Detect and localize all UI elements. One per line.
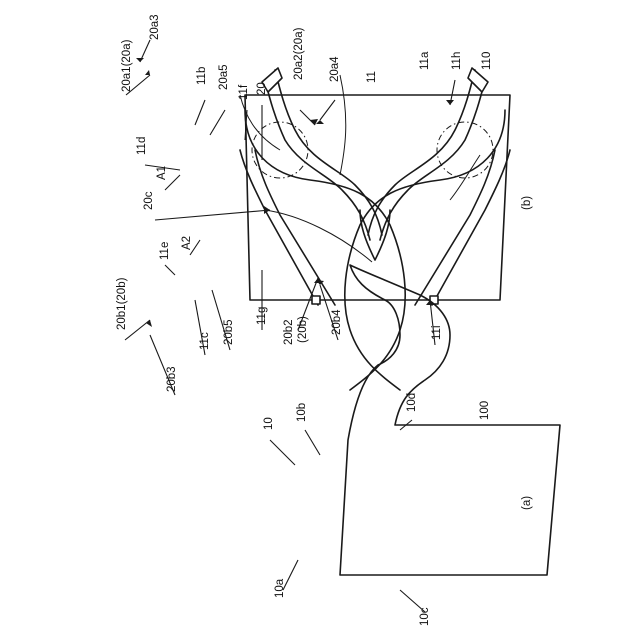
panel-b-drawing: [240, 68, 510, 390]
label-20a1: 20a1(20a): [121, 39, 133, 92]
strap-end-20a4: [312, 296, 320, 304]
caption-b: (b): [521, 196, 533, 210]
panel-a-drawing: [340, 265, 560, 575]
label-11d: 11d: [136, 137, 148, 155]
label-20: 20: [256, 82, 268, 95]
label-11f: 11f: [238, 84, 250, 100]
label-20a2: 20a2(20a): [293, 27, 305, 80]
strap-20-upper: [240, 150, 318, 305]
label-20b1: 20b1(20b): [116, 277, 128, 330]
label-20b2-paren: (20b): [297, 316, 309, 343]
caption-a: (a): [521, 496, 533, 510]
arrow-11a: [340, 75, 346, 175]
strap-20-lower-b: [415, 150, 495, 305]
label-20a4: 20a4: [329, 56, 341, 82]
label-10d: 10d: [406, 393, 418, 412]
label-20a5: 20a5: [218, 64, 230, 90]
label-11b: 11b: [196, 67, 208, 85]
label-20b2: 20b2: [283, 319, 295, 345]
labels: 20a3 20a1(20a) 11b 20a5 11f 20 20a2(20a)…: [116, 14, 533, 626]
label-110: 110: [481, 52, 493, 70]
label-11h: 11h: [451, 52, 463, 70]
label-11a: 11a: [419, 51, 431, 70]
label-10c: 10c: [419, 607, 431, 626]
label-100: 100: [479, 401, 491, 420]
neck-outline: [245, 110, 405, 390]
label-10: 10: [263, 417, 275, 430]
neck-outline-2: [345, 110, 505, 390]
detail-circle-A2: [437, 122, 493, 178]
label-20a3: 20a3: [149, 14, 161, 40]
label-10b: 10b: [296, 403, 308, 422]
label-A2: A2: [181, 236, 193, 250]
part-10-outline: [340, 265, 560, 575]
label-11: 11: [366, 71, 378, 83]
label-20c: 20c: [143, 191, 155, 210]
label-20b4: 20b4: [331, 309, 343, 335]
strap-20-lower: [432, 150, 510, 305]
label-11e: 11e: [159, 242, 171, 260]
